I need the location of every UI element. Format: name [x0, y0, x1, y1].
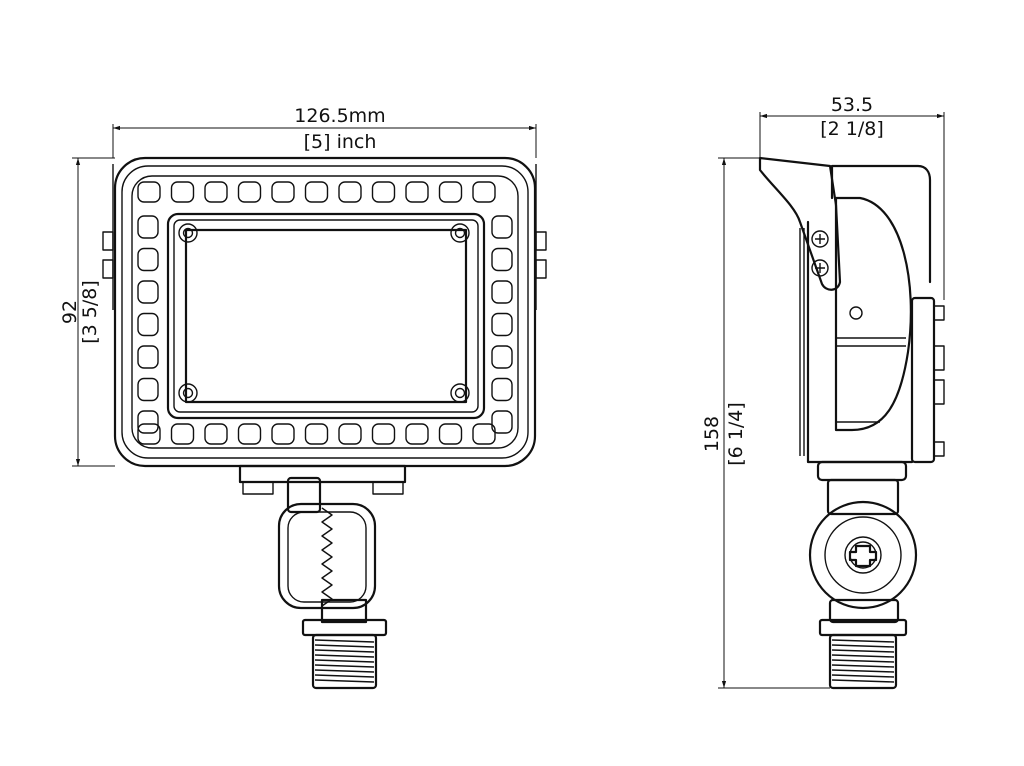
lens-frame-outer: [166, 212, 486, 420]
led-window: [371, 181, 396, 203]
led-window: [491, 345, 513, 369]
thread-line: [831, 669, 895, 673]
thread-line: [831, 674, 895, 678]
thread-line: [831, 649, 895, 653]
led-window: [371, 423, 396, 445]
side-neck: [816, 460, 908, 516]
led-window: [491, 215, 513, 239]
knuckle-screw: [848, 544, 878, 568]
dim-side-height: 158 [6 1/4]: [701, 157, 830, 689]
led-window: [271, 181, 295, 203]
front-threaded-nipple: [301, 618, 388, 690]
led-window: [137, 410, 159, 434]
led-window: [491, 247, 513, 272]
led-window-ring: [137, 181, 513, 445]
led-window: [170, 423, 195, 445]
led-window: [472, 181, 496, 203]
side-indicator-hole: [849, 306, 863, 320]
led-window: [137, 215, 159, 239]
thread-line: [314, 649, 375, 653]
side-depth-metric: 53.5: [831, 94, 873, 116]
led-window: [204, 423, 228, 445]
led-window: [405, 423, 429, 445]
thread-line: [831, 644, 895, 648]
front-view: [102, 156, 547, 690]
led-window: [304, 423, 329, 445]
thread-line: [314, 644, 375, 648]
dim-front-height: 92 [3 5/8]: [59, 157, 115, 467]
thread-line: [831, 679, 895, 683]
lens-glass: [184, 228, 468, 404]
led-window: [204, 181, 228, 203]
side-heatsink: [834, 196, 912, 432]
led-window: [137, 181, 161, 203]
bracket-screw-bottom: [811, 259, 829, 277]
right-bracket: [535, 164, 547, 310]
front-height-imperial: [3 5/8]: [79, 280, 101, 344]
led-window: [491, 410, 513, 434]
thread-line: [314, 664, 375, 668]
dim-side-depth: 53.5 [2 1/8]: [759, 94, 945, 300]
front-housing-rim: [121, 165, 529, 459]
led-window: [472, 423, 496, 445]
led-window: [304, 181, 329, 203]
front-housing-outer: [113, 156, 537, 468]
thread-line: [831, 654, 895, 658]
front-height-metric: 92: [59, 300, 81, 324]
led-window: [438, 181, 463, 203]
led-window: [137, 345, 159, 369]
thread-line: [314, 679, 375, 683]
side-height-metric: 158: [701, 416, 723, 452]
thread-line: [831, 664, 895, 668]
side-view: [758, 156, 945, 690]
led-window: [137, 312, 159, 337]
led-window: [491, 377, 513, 402]
thread-line: [831, 659, 895, 663]
led-window: [338, 181, 362, 203]
led-window: [137, 247, 159, 272]
thread-line: [314, 674, 375, 678]
dim-front-width: 126.5mm [5] inch: [112, 105, 537, 158]
led-window: [491, 312, 513, 337]
thread-line: [314, 659, 375, 663]
front-mount-block: [238, 464, 407, 495]
side-rear-plate: [910, 296, 945, 464]
left-bracket: [102, 164, 114, 310]
lens-frame-inner: [173, 219, 479, 413]
led-window: [237, 423, 262, 445]
thread-line: [314, 654, 375, 658]
thread-line: [831, 639, 895, 643]
bracket-screw-top: [811, 230, 829, 248]
led-window: [405, 181, 429, 203]
led-window: [170, 181, 195, 203]
front-width-metric: 126.5mm: [294, 105, 385, 127]
side-threaded-nipple: [818, 618, 908, 690]
side-knuckle: [808, 500, 918, 624]
thread-line: [314, 669, 375, 673]
front-housing-inner: [131, 175, 519, 449]
led-window: [137, 280, 159, 304]
side-height-imperial: [6 1/4]: [725, 402, 747, 466]
led-window: [237, 181, 262, 203]
front-knuckle: [277, 476, 377, 624]
lens-screws: [178, 223, 470, 403]
led-window: [271, 423, 295, 445]
led-window: [137, 377, 159, 402]
led-window: [438, 423, 463, 445]
thread-line: [314, 639, 375, 643]
led-window: [338, 423, 362, 445]
led-window: [491, 280, 513, 304]
led-window: [137, 423, 161, 445]
front-width-imperial: [5] inch: [304, 131, 377, 153]
side-bracket-arm: [758, 156, 842, 291]
side-depth-imperial: [2 1/8]: [820, 118, 884, 140]
